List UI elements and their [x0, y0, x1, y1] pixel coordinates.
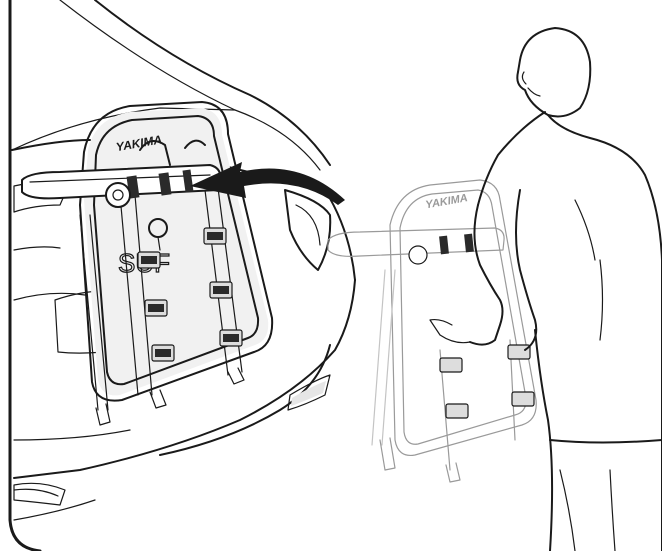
ghost-rack-logo: YAKIMA: [425, 192, 469, 211]
bike-rack-ghost: YAKIMA: [327, 179, 537, 483]
curved-arrow-icon: [190, 162, 345, 205]
bike-rack-mounted: YAKIMA SUF: [21, 101, 274, 426]
person: [429, 27, 662, 551]
strap-buckles: [137, 227, 243, 362]
